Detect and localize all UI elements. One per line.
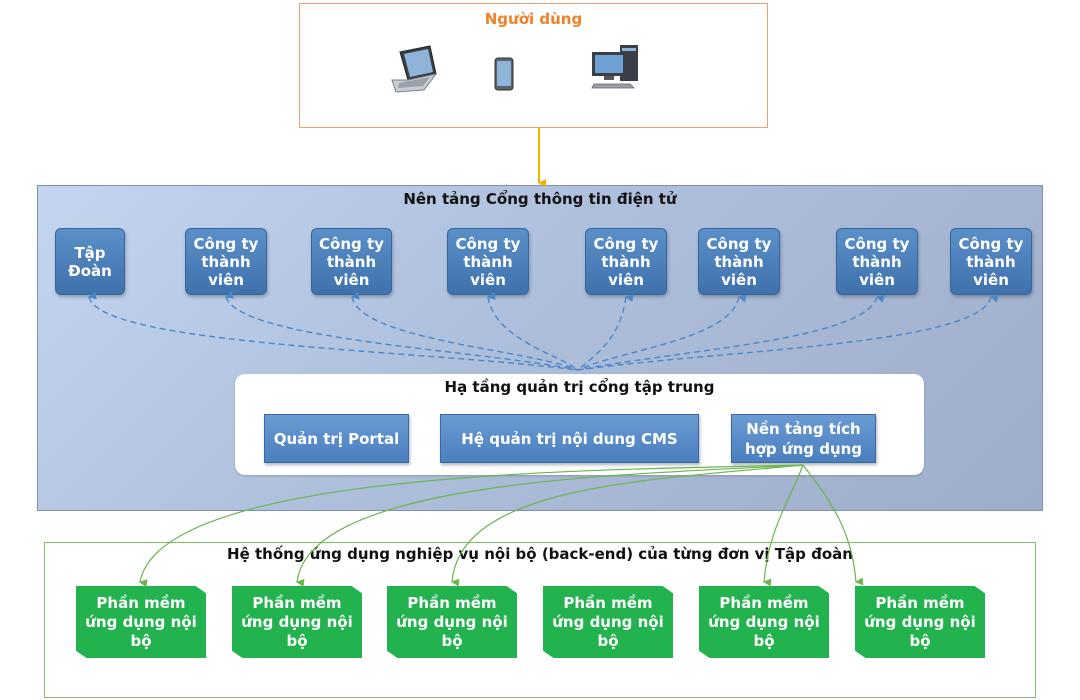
infrastructure-title: Hạ tầng quản trị cổng tập trung [444,378,715,396]
internal-app-box: Phần mềm ứng dụng nội bộ [387,586,517,658]
internal-app-box: Phần mềm ứng dụng nội bộ [543,586,673,658]
internal-app-box: Phần mềm ứng dụng nội bộ [232,586,362,658]
internal-app-box: Phần mềm ứng dụng nội bộ [855,586,985,658]
integration-links [139,464,864,588]
unit-member-company: Công ty thành viên [311,228,392,295]
users-box: Người dùng [299,3,768,128]
platform-title: Nên tảng Cổng thông tin điện tử [403,190,677,208]
smartphone-icon [494,57,514,91]
unit-member-company: Công ty thành viên [836,228,918,295]
app-integration-platform-box: Nền tảng tích hợp ứng dụng [731,414,876,463]
unit-group-hq: Tập Đoàn [55,228,125,295]
unit-member-company: Công ty thành viên [585,228,667,295]
portal-admin-box: Quản trị Portal [264,414,409,463]
unit-member-company: Công ty thành viên [447,228,529,295]
unit-member-company: Công ty thành viên [185,228,267,295]
internal-app-box: Phần mềm ứng dụng nội bộ [76,586,206,658]
internal-app-box: Phần mềm ứng dụng nội bộ [699,586,829,658]
unit-member-company: Công ty thành viên [698,228,780,295]
backend-title: Hệ thống ứng dụng nghiệp vụ nội bộ (back… [227,545,853,563]
cms-box: Hệ quản trị nội dung CMS [440,414,699,463]
users-title: Người dùng [484,10,583,28]
unit-dashed-links [88,291,999,371]
unit-member-company: Công ty thành viên [950,228,1032,295]
desktop-icon [591,45,638,89]
laptop-icon [391,45,438,93]
